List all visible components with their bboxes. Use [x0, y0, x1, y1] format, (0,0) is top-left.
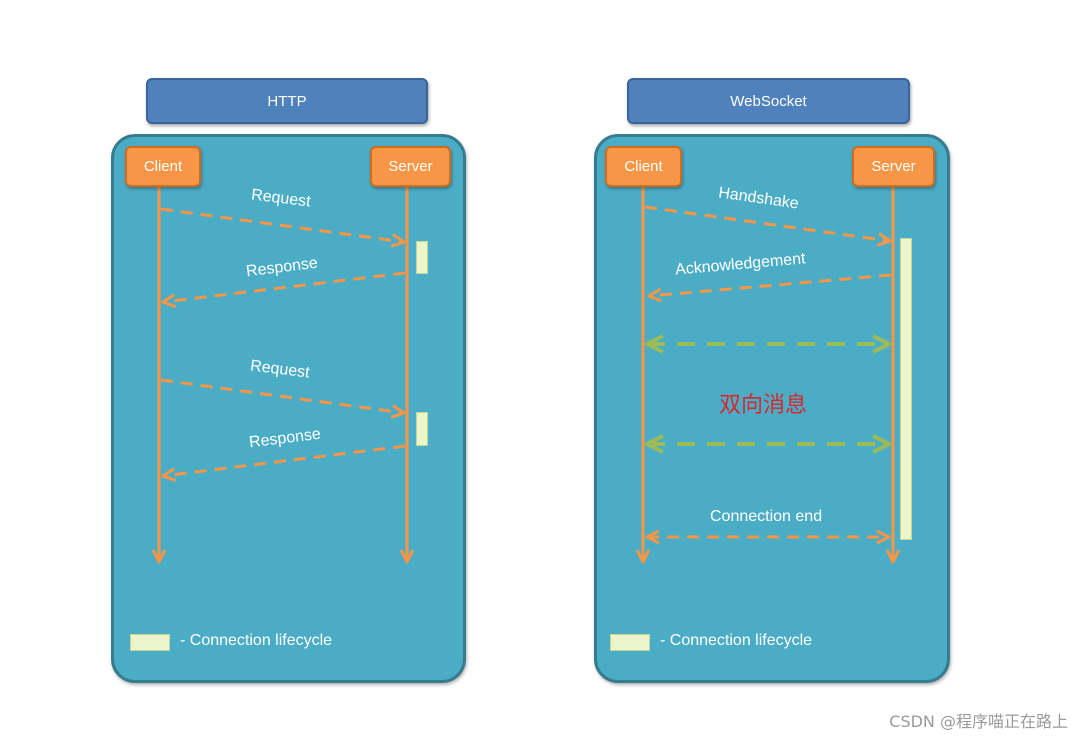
http-title: HTTP: [146, 78, 428, 124]
watermark: CSDN @程序喵正在路上: [889, 712, 1068, 731]
ws-client-box: Client: [605, 146, 682, 187]
http-client-box: Client: [125, 146, 201, 187]
http-legend-swatch: [130, 634, 170, 651]
ws-server-box: Server: [852, 146, 935, 187]
websocket-title: WebSocket: [627, 78, 910, 124]
http-request-1-arrow: [160, 207, 404, 242]
http-lifecycle-bar-2: [416, 412, 428, 446]
http-response-1-arrow: [163, 271, 406, 302]
http-request-2-arrow: [160, 378, 404, 413]
http-legend-label: - Connection lifecycle: [180, 632, 333, 649]
ws-legend-swatch: [610, 634, 650, 651]
http-server-box: Server: [370, 146, 451, 187]
ws-legend-label: - Connection lifecycle: [660, 632, 813, 649]
http-lifecycle-bar-1: [416, 241, 428, 274]
http-response-2-arrow: [163, 444, 406, 476]
bidirectional-messages-label: 双向消息: [719, 393, 808, 418]
ws-connection-end-label: Connection end: [710, 508, 823, 525]
ws-ack-arrow: [649, 273, 892, 296]
ws-handshake-arrow: [644, 205, 890, 241]
websocket-lifecycle-bar: [900, 238, 912, 540]
